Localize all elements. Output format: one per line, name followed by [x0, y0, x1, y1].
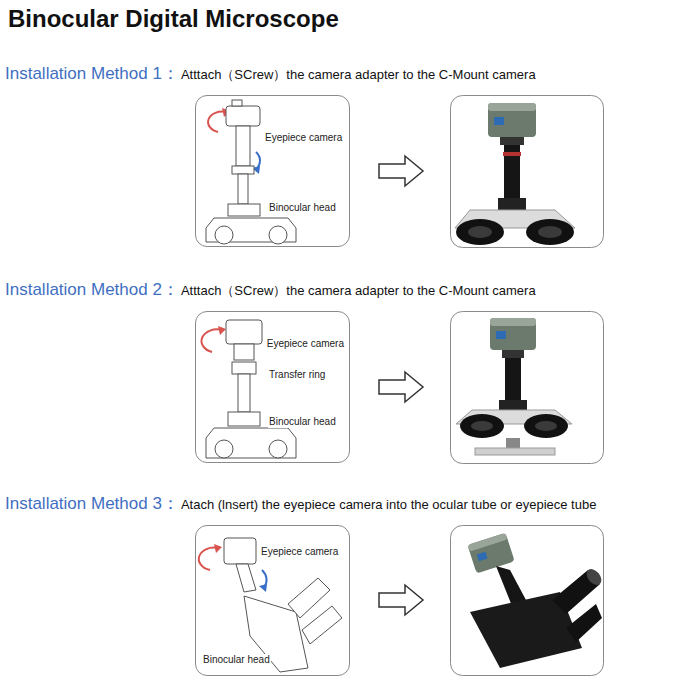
method-instruction: Atach (lnsert) the eyepiece camera into … [181, 497, 597, 512]
hollow-arrow [379, 156, 423, 615]
part-label: Eyepiece camera [264, 132, 343, 144]
part-label: Eyepiece camera [260, 546, 339, 558]
microscope-photo [467, 533, 604, 668]
photo-frame [451, 96, 604, 676]
part-label: Binocular head [202, 654, 271, 666]
line-drawing [196, 96, 349, 246]
method-heading: Installation Method 1：Atttach（SCrew）the … [5, 62, 536, 85]
microscope-photo [456, 318, 572, 455]
part-label: Transfer ring [268, 369, 326, 381]
method-number: Installation Method 2： [5, 278, 179, 301]
part-label: Eyepiece camera [266, 338, 345, 350]
microscope-photo [455, 103, 575, 245]
line-drawing [196, 312, 349, 462]
part-label: Binocular head [268, 202, 337, 214]
method-number: Installation Method 3： [5, 492, 179, 515]
diagram-panel: Eyepiece cameraTransfer ringBinocular he… [195, 311, 350, 463]
part-label: Binocular head [268, 416, 337, 428]
method-instruction: Atttach（SCrew）the camera adapter to the … [181, 282, 536, 300]
method-heading: Installation Method 3：Atach (lnsert) the… [5, 492, 596, 515]
method-instruction: Atttach（SCrew）the camera adapter to the … [181, 66, 536, 84]
diagram-panel: Eyepiece cameraBinocular head [195, 95, 350, 247]
page-title: Binocular Digital Microscope [8, 5, 339, 33]
method-number: Installation Method 1： [5, 62, 179, 85]
diagram-panel: Eyepiece cameraBinocular head [195, 525, 350, 676]
method-heading: Installation Method 2：Atttach（SCrew）the … [5, 278, 536, 301]
